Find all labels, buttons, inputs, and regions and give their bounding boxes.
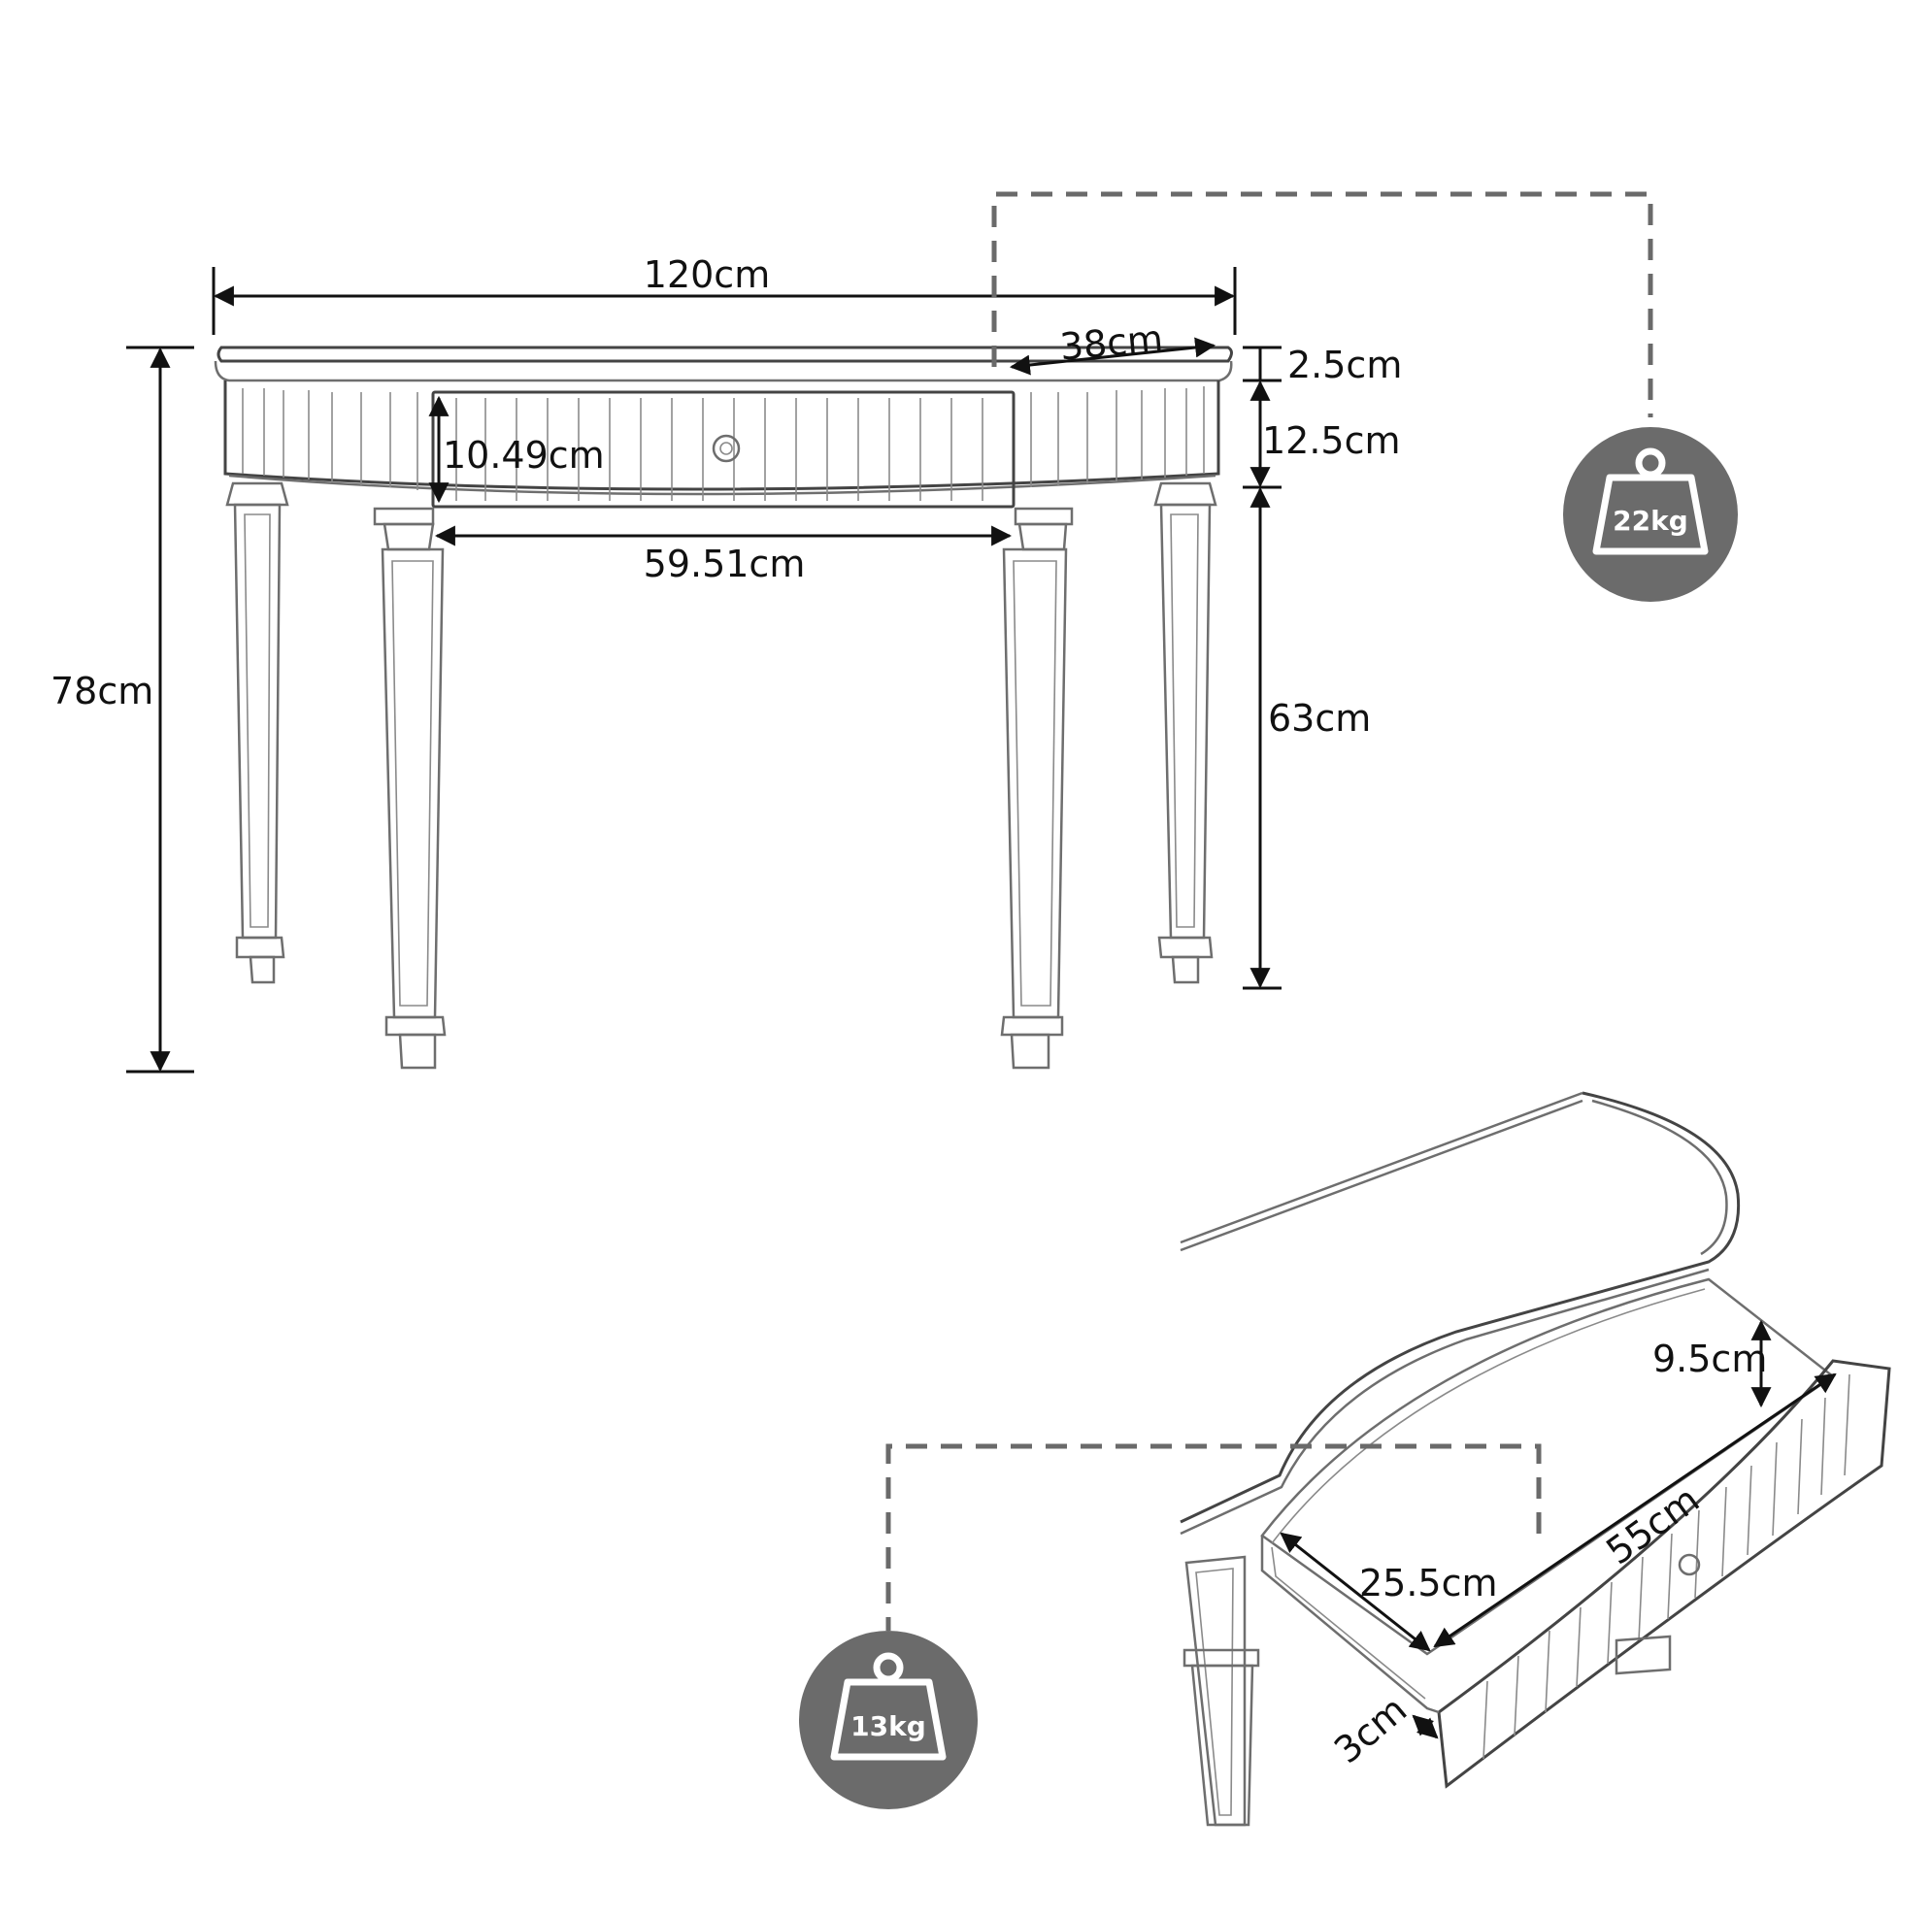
width-label: 120cm [644, 253, 770, 296]
table-load-label: 22kg [1613, 505, 1688, 537]
overall-height-label: 78cm [50, 670, 153, 712]
dimension-lines [126, 267, 1282, 1074]
leg-height-label: 63cm [1268, 697, 1371, 740]
drawer-depth-label: 25.5cm [1359, 1562, 1498, 1604]
drawer-detail-view [1180, 1091, 1891, 1827]
apron-height-label: 12.5cm [1262, 419, 1401, 462]
weight-icon [1592, 447, 1709, 555]
drawer-load-label: 13kg [850, 1710, 926, 1742]
drawer-knob-icon [712, 434, 741, 463]
drawer-load-badge: 13kg [799, 1631, 978, 1809]
drawer-front-height-label: 10.49cm [443, 434, 605, 477]
top-thickness-label: 2.5cm [1287, 344, 1402, 386]
drawer-side-thickness-label: 3cm [1326, 1688, 1415, 1771]
drawer-interior-height-label: 9.5cm [1652, 1338, 1767, 1380]
drawer-width-label: 59.51cm [644, 543, 806, 585]
table-load-leader [991, 191, 1653, 417]
weight-icon [830, 1652, 947, 1761]
console-table-front-view [214, 346, 1233, 1070]
drawer-dimension-lines [1280, 1319, 1837, 1739]
drawer-load-leader [885, 1443, 1542, 1631]
table-load-badge: 22kg [1563, 427, 1738, 602]
depth-label: 38cm [1058, 317, 1165, 369]
